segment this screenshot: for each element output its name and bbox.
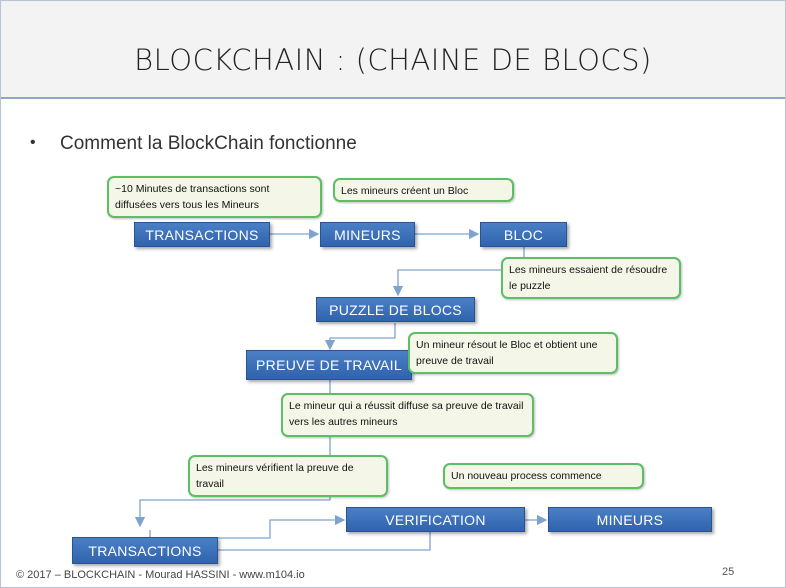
note-transactions-broadcast: ~10 Minutes de transactions sont diffusé… [107, 176, 322, 218]
note-diffuse-preuve: Le mineur qui a réussit diffuse sa preuv… [281, 393, 534, 437]
box-transactions-bottom: TRANSACTIONS [72, 537, 218, 564]
box-bloc: BLOC [480, 222, 567, 247]
arrow-puzzle-to-preuve [324, 323, 396, 351]
box-mineurs-bottom: MINEURS [548, 507, 712, 532]
note-mineur-resout: Un mineur résout le Bloc et obtient une … [408, 332, 618, 374]
box-transactions-top: TRANSACTIONS [134, 222, 270, 247]
box-mineurs-top: MINEURS [320, 222, 415, 247]
box-verification: VERIFICATION [346, 507, 525, 532]
bullet-marker: • [30, 134, 36, 151]
note-verifient-preuve: Les mineurs vérifient la preuve de trava… [188, 455, 388, 497]
bullet-text: Comment la BlockChain fonctionne [60, 133, 357, 154]
note-mineurs-creent-bloc: Les mineurs créent un Bloc [333, 178, 514, 202]
arrow-transactions-to-verification [218, 514, 346, 539]
note-resoudre-puzzle: Les mineurs essaient de résoudre le puzz… [501, 257, 681, 299]
footer-copyright: © 2017 – BLOCKCHAIN - Mourad HASSINI - w… [16, 569, 305, 581]
arrow-preuve-to-verification [134, 380, 331, 528]
note-nouveau-process: Un nouveau process commence [443, 463, 644, 489]
box-preuve-de-travail: PREUVE DE TRAVAIL [246, 350, 412, 380]
box-puzzle-de-blocs: PUZZLE DE BLOCS [316, 297, 475, 322]
page-number: 25 [722, 566, 735, 578]
slide-title: BLOCKCHAIN : (CHAINE DE BLOCS) [134, 43, 652, 77]
title-band [1, 1, 785, 99]
